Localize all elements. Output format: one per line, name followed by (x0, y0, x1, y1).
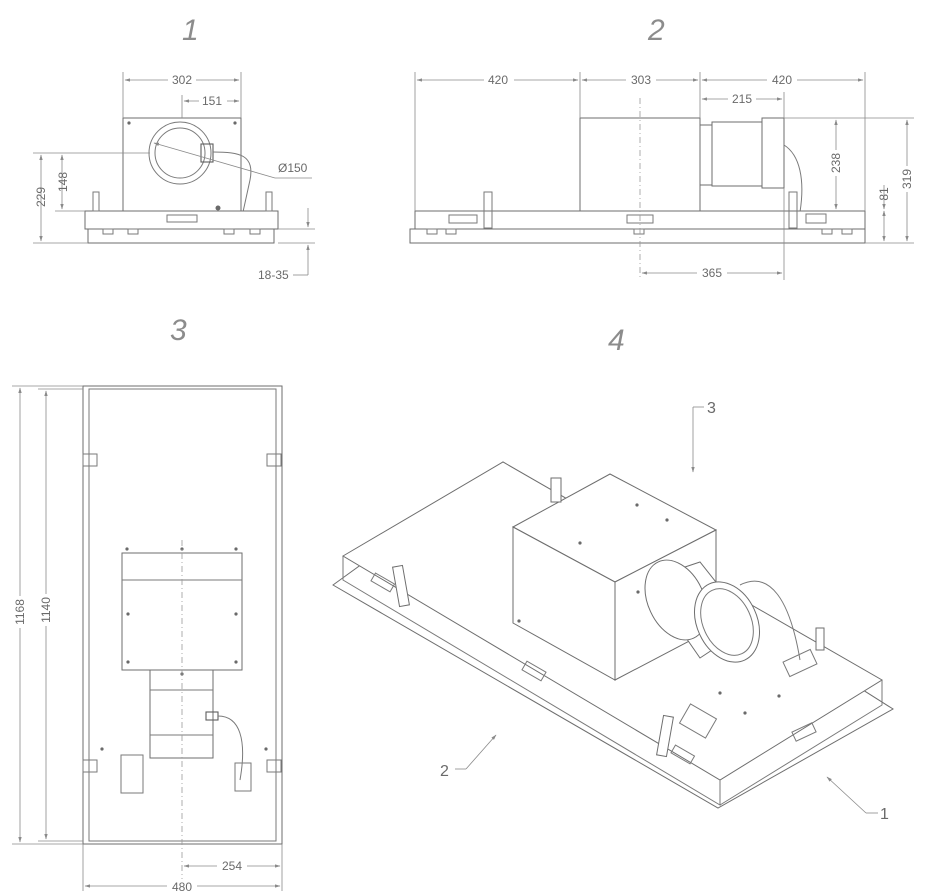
view-3-dim-outer: 1168 (13, 599, 27, 625)
view-3-motor-housing (121, 552, 243, 671)
view-2-duct (711, 121, 763, 187)
view-4-callout-1: 1 (880, 806, 889, 823)
view-1-trim-frame (87, 228, 275, 244)
view-1-dim-width: 302 (172, 73, 192, 87)
view-4-cable (739, 580, 801, 661)
view-2-cable (783, 144, 803, 213)
view-2-dim-small: 81 (877, 187, 891, 201)
view-3-title: 3 (170, 314, 187, 347)
view-1-title: 1 (182, 14, 199, 47)
view-3-dim-inner: 1140 (39, 597, 53, 623)
view-3-dim-width: 480 (172, 880, 192, 891)
view-2-duct-collar (761, 117, 785, 189)
view-2-dim-mid: 303 (631, 73, 651, 87)
view-1-motor-housing (122, 117, 242, 214)
view-1-dim-total-height: 229 (34, 187, 48, 207)
view-1-ceiling-panel (84, 210, 279, 230)
view-4-callout-3: 3 (707, 400, 716, 417)
view-3-cable (217, 715, 244, 781)
view-1-dim-duct-height: 148 (56, 172, 70, 192)
view-1-dim-diameter: Ø150 (278, 161, 308, 175)
view-4-callout-2: 2 (440, 763, 449, 780)
view-3-dim-offset: 254 (222, 859, 242, 873)
view-2-dim-duct: 215 (732, 92, 752, 106)
view-2-dim-total: 319 (900, 169, 914, 189)
view-2-dim-left: 420 (488, 73, 508, 87)
view-3-duct (149, 669, 214, 759)
view-2-dim-duct-height: 238 (829, 153, 843, 173)
view-1-dim-ceiling: 18-35 (258, 268, 289, 282)
view-2-trim-frame (409, 228, 866, 244)
view-2-side-view: 2 420 303 420 215 238 (409, 14, 914, 280)
view-2-title: 2 (647, 14, 665, 47)
view-2-dim-bottom: 365 (702, 266, 722, 280)
view-4-title: 4 (608, 324, 625, 357)
view-1-front-view: 1 302 151 Ø150 229 148 (33, 14, 315, 282)
view-1-cable (212, 151, 252, 213)
view-4-isometric-view: 4 3 2 1 (332, 324, 894, 823)
view-1-label-plate (166, 214, 198, 223)
view-1-duct-inner (154, 127, 206, 179)
view-1-connector (200, 143, 214, 163)
view-2-dim-right: 420 (772, 73, 792, 87)
view-1-dim-center: 151 (202, 94, 222, 108)
view-3-top-view: 3 1168 1140 254 480 (12, 314, 283, 891)
